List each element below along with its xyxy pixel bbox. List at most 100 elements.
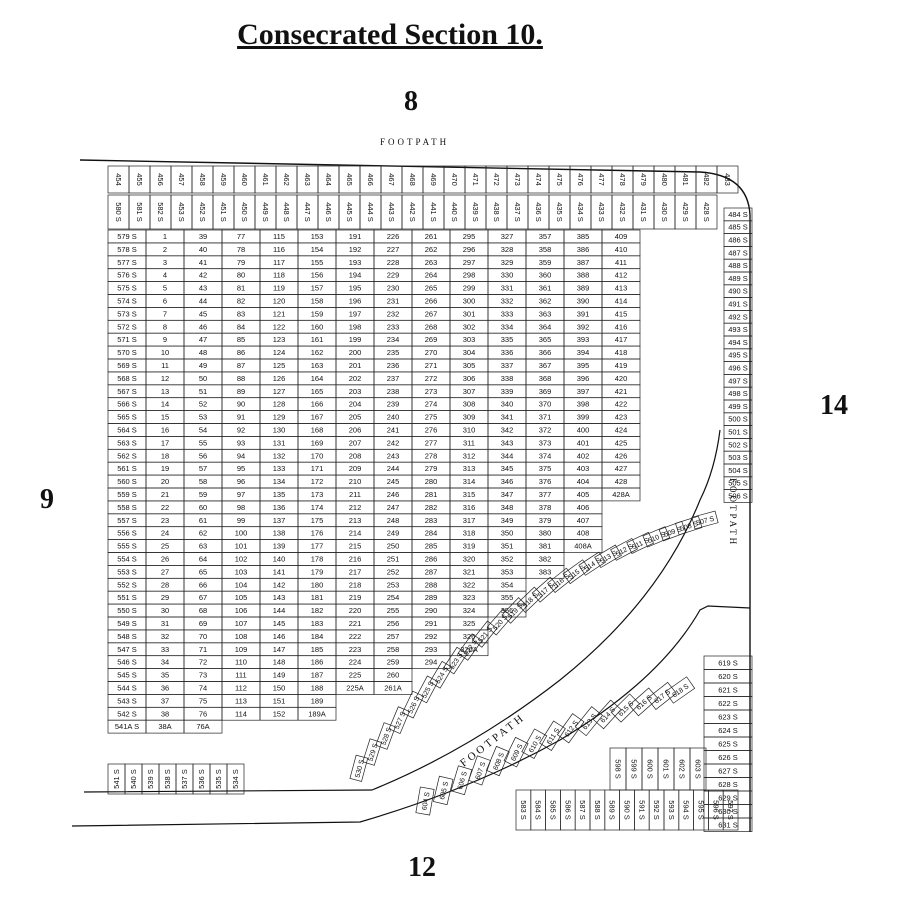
plot-number: 370 xyxy=(539,400,552,409)
plot-number: 162 xyxy=(311,348,324,357)
plot-number: 321 xyxy=(463,567,476,576)
plot-number: 243 xyxy=(387,451,400,460)
plot-number: 383 xyxy=(539,567,552,576)
plot-number: 350 xyxy=(501,529,514,538)
plot-number: 45 xyxy=(199,309,207,318)
plot-number: 567 S xyxy=(117,387,137,396)
plot-number: 199 xyxy=(349,335,362,344)
plot-cell xyxy=(226,763,245,795)
plot-number: 479 xyxy=(639,173,648,186)
plot-cell xyxy=(642,526,671,548)
plot-number: 213 xyxy=(349,516,362,525)
plot-number: 442 S xyxy=(408,202,417,222)
plot-number: 582 S xyxy=(156,202,165,222)
plot-number: 161 xyxy=(311,335,324,344)
plot-number: 152 xyxy=(273,709,286,718)
plot-number: 180 xyxy=(311,580,324,589)
plot-number: 438 S xyxy=(492,202,501,222)
plot-number: 368 xyxy=(539,374,552,383)
plot-number: 382 xyxy=(539,554,552,563)
plot-number: 103 xyxy=(235,567,248,576)
plot-cell xyxy=(722,789,739,831)
plot-number: 206 xyxy=(349,425,362,434)
plot-number: 100 xyxy=(235,529,248,538)
plot-number: 184 xyxy=(311,632,324,641)
plot-number: 555 S xyxy=(117,542,137,551)
plot-cell xyxy=(610,693,641,723)
plot-number: 269 xyxy=(425,335,438,344)
plot-number: 29 xyxy=(161,593,169,602)
plot-number: 278 xyxy=(425,451,438,460)
plot-number: 353 xyxy=(501,567,514,576)
plot-number: 530 S xyxy=(355,759,367,779)
plot-number: 431 S xyxy=(639,202,648,222)
plot-number: 54 xyxy=(199,425,207,434)
plot-number: 556 S xyxy=(117,529,137,538)
plot-number: 264 xyxy=(425,271,438,280)
plot-number: 22 xyxy=(161,503,169,512)
plot-number: 42 xyxy=(199,271,207,280)
plot-number: 114 xyxy=(235,709,247,718)
plot-number: 564 S xyxy=(117,425,137,434)
plot-number: 111 xyxy=(235,671,246,680)
plot-number: 226 xyxy=(387,232,400,241)
plot-number: 292 xyxy=(425,632,438,641)
plot-number: 250 xyxy=(387,542,400,551)
plot-number: 585 S xyxy=(549,800,558,820)
plot-number: 229 xyxy=(387,271,400,280)
plot-number: 117 xyxy=(273,258,285,267)
plot-number: 267 xyxy=(425,309,438,318)
plot-number: 459 xyxy=(219,173,228,186)
plot-number: 164 xyxy=(311,374,324,383)
plot-number: 423 xyxy=(615,413,628,422)
plot-number: 418 xyxy=(615,348,628,357)
plot-number: 234 xyxy=(387,335,400,344)
plot-number: 15 xyxy=(161,413,169,422)
plot-number: 584 S xyxy=(534,800,543,820)
plot-number: 324 xyxy=(463,606,476,615)
section-label-south: 12 xyxy=(408,852,436,883)
plot-number: 338 xyxy=(501,374,514,383)
plot-cell xyxy=(457,633,483,661)
plot-number: 427 xyxy=(615,464,628,473)
plot-number: 574 S xyxy=(117,296,137,305)
plot-number: 106 xyxy=(235,606,248,615)
plot-number: 501 S xyxy=(728,428,748,437)
plot-number: 283 xyxy=(425,516,438,525)
plot-number: 597 S xyxy=(726,800,735,820)
plot-number: 281 xyxy=(425,490,438,499)
plot-number: 135 xyxy=(273,490,286,499)
plot-number: 76 xyxy=(199,709,207,718)
plot-number: 378 xyxy=(539,503,552,512)
plot-number: 284 xyxy=(425,529,438,538)
plot-number: 343 xyxy=(501,438,514,447)
plot-number: 214 xyxy=(349,529,362,538)
curve-plot: 616 S xyxy=(628,687,659,717)
plot-number: 416 xyxy=(615,322,628,331)
plot-number: 330 xyxy=(501,271,514,280)
plot-number: 553 S xyxy=(117,567,137,576)
plot-number: 288 xyxy=(425,580,438,589)
plot-number: 622 S xyxy=(718,699,738,708)
plot-number: 237 xyxy=(387,374,400,383)
outer-curve-boundary xyxy=(71,605,751,827)
plot-number: 499 S xyxy=(728,402,748,411)
plot-number: 470 xyxy=(450,173,459,186)
plot-cell xyxy=(626,531,655,554)
plot-number: 121 xyxy=(273,309,286,318)
plot-number: 75 xyxy=(199,696,207,705)
plot-number: 492 S xyxy=(728,312,748,321)
plot-number: 260 xyxy=(387,671,400,680)
plot-number: 626 S xyxy=(718,753,738,762)
curve-plot: 604 S xyxy=(415,786,435,816)
plot-number: 66 xyxy=(199,580,207,589)
footpath-label-north: FOOTPATH xyxy=(380,137,450,147)
plot-number: 326A xyxy=(460,645,478,654)
plot-number: 376 xyxy=(539,477,552,486)
plot-number: 360 xyxy=(539,271,552,280)
plot-cell xyxy=(658,520,687,542)
plot-number: 406 xyxy=(577,503,590,512)
plot-number: 328 xyxy=(501,245,514,254)
plot-number: 47 xyxy=(199,335,207,344)
